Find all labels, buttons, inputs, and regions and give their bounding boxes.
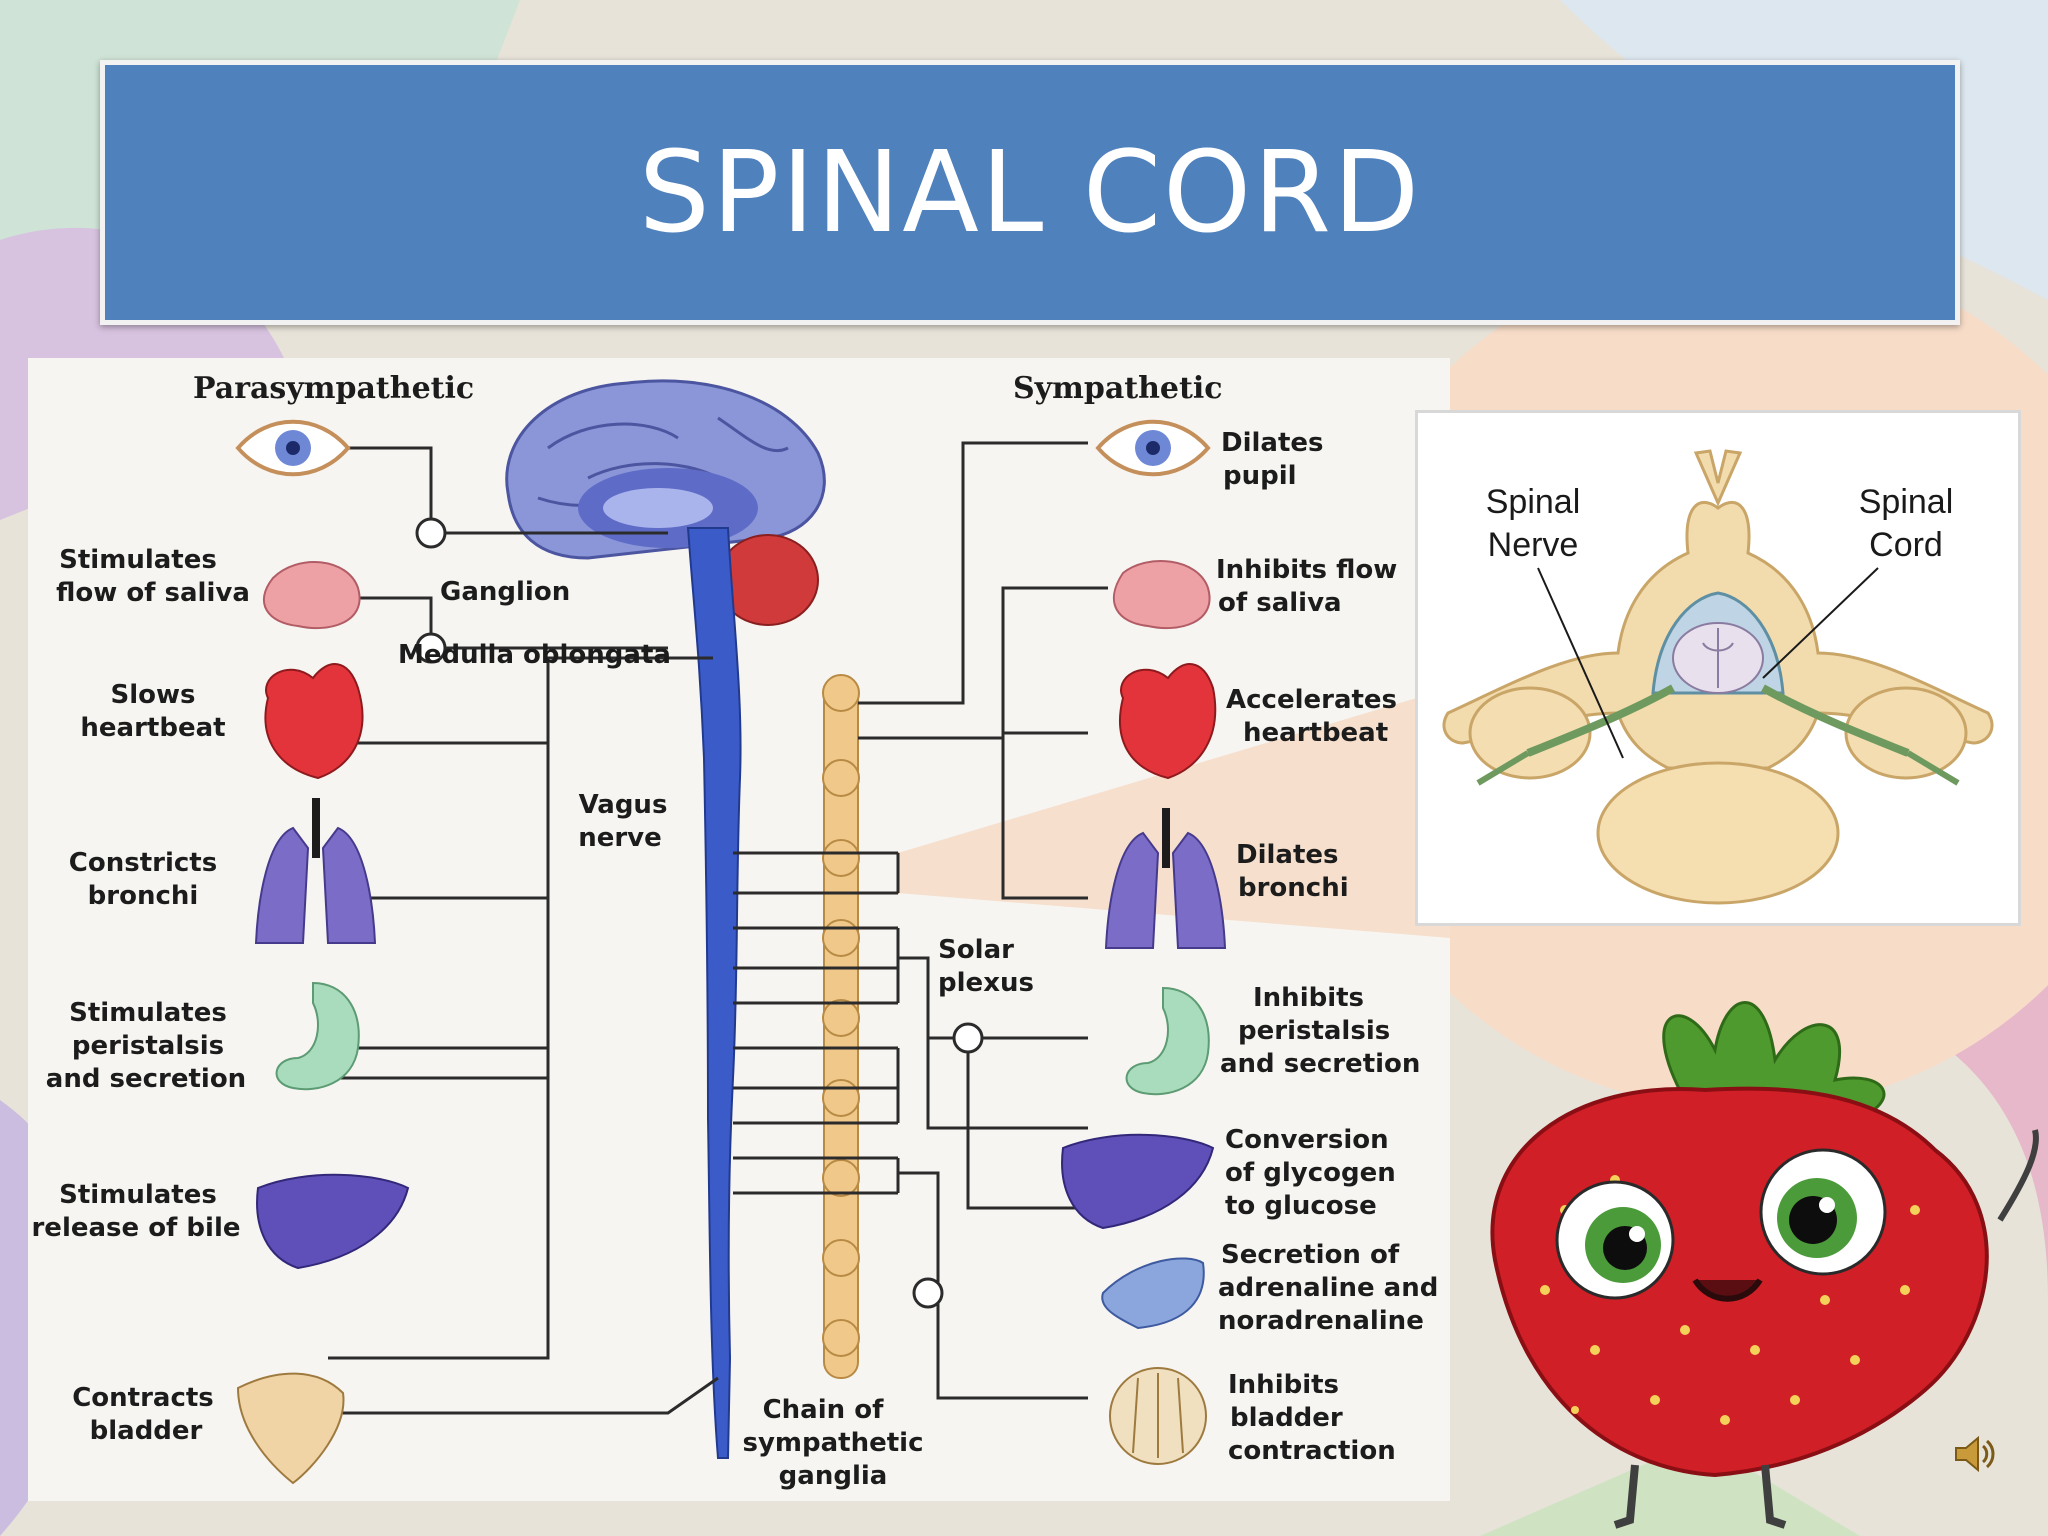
sympathetic-chain bbox=[822, 674, 860, 1379]
label-constricts-bronchi: Constricts bbox=[69, 848, 217, 878]
heart-icon bbox=[264, 663, 364, 780]
label-glycogen-conversion: Conversion bbox=[1225, 1125, 1389, 1155]
adrenal-gland-icon bbox=[1101, 1257, 1205, 1330]
liver-icon bbox=[1061, 1133, 1215, 1230]
label-ganglion: Ganglion bbox=[440, 577, 570, 607]
label-chain-of-ganglia: sympathetic bbox=[743, 1428, 924, 1458]
label-glycogen-conversion: to glucose bbox=[1225, 1191, 1377, 1221]
label-medulla-oblongata: Medulla oblongata bbox=[398, 640, 671, 670]
nerve-connectors bbox=[268, 441, 1108, 1415]
vertebra-illustration: Spinal Nerve Spinal Cord bbox=[1442, 449, 1994, 905]
nervous-system-diagram: Parasympathetic Sympathetic Stimulates f… bbox=[28, 358, 1450, 1501]
label-contracts-bladder: Contracts bbox=[72, 1383, 214, 1413]
label-inhibits-peristalsis: and secretion bbox=[1220, 1049, 1420, 1079]
label-accelerates-heartbeat: Accelerates bbox=[1226, 685, 1397, 715]
eye-icon bbox=[1095, 419, 1211, 477]
vertebra-inset: Spinal Nerve Spinal Cord bbox=[1415, 410, 2021, 926]
label-dilates-pupil: pupil bbox=[1223, 461, 1297, 491]
label-spinal-cord: Cord bbox=[1869, 526, 1943, 564]
label-slows-heartbeat: Slows bbox=[111, 680, 196, 710]
label-dilates-pupil: Dilates bbox=[1221, 428, 1324, 458]
parasympathetic-header: Parasympathetic bbox=[193, 371, 474, 406]
label-stimulates-peristalsis: peristalsis bbox=[72, 1031, 224, 1061]
label-solar-plexus: Solar bbox=[938, 935, 1014, 965]
lungs-icon bbox=[254, 798, 377, 944]
label-adrenaline-secretion: Secretion of bbox=[1221, 1240, 1400, 1270]
lungs-icon bbox=[1104, 808, 1227, 949]
label-stimulates-bile: Stimulates bbox=[59, 1180, 217, 1210]
label-chain-of-ganglia: Chain of bbox=[763, 1395, 884, 1425]
label-slows-heartbeat: heartbeat bbox=[80, 713, 225, 743]
label-inhibits-saliva: Inhibits flow bbox=[1216, 555, 1397, 585]
ganglion-icon bbox=[415, 632, 447, 664]
label-dilates-bronchi: Dilates bbox=[1236, 840, 1339, 870]
label-dilates-bronchi: bronchi bbox=[1238, 873, 1349, 903]
sympathetic-header: Sympathetic bbox=[1013, 371, 1223, 406]
label-inhibits-bladder: bladder bbox=[1230, 1403, 1343, 1433]
spinal-cord bbox=[686, 527, 742, 1459]
bladder-icon bbox=[236, 1372, 345, 1485]
label-contracts-bladder: bladder bbox=[90, 1416, 203, 1446]
label-vagus-nerve: Vagus bbox=[579, 790, 668, 820]
salivary-gland-icon bbox=[1112, 560, 1211, 630]
label-spinal-nerve: Nerve bbox=[1488, 526, 1579, 564]
slide-title: SPINAL CORD bbox=[638, 127, 1422, 258]
label-inhibits-peristalsis: Inhibits bbox=[1253, 983, 1364, 1013]
label-spinal-cord: Spinal bbox=[1859, 483, 1954, 521]
label-constricts-bronchi: bronchi bbox=[88, 881, 199, 911]
zoom-highlight bbox=[898, 688, 1450, 938]
eye-icon bbox=[235, 419, 351, 477]
label-solar-plexus: plexus bbox=[938, 968, 1034, 998]
label-spinal-nerve: Spinal bbox=[1486, 483, 1581, 521]
label-glycogen-conversion: of glycogen bbox=[1225, 1158, 1396, 1188]
label-inhibits-bladder: contraction bbox=[1228, 1436, 1396, 1466]
stomach-icon bbox=[275, 981, 360, 1091]
ganglion-icon bbox=[912, 1277, 944, 1309]
label-stimulates-bile: release of bile bbox=[31, 1213, 240, 1243]
label-vagus-nerve: nerve bbox=[578, 823, 662, 853]
label-inhibits-peristalsis: peristalsis bbox=[1238, 1016, 1390, 1046]
salivary-gland-icon bbox=[262, 561, 361, 630]
label-inhibits-bladder: Inhibits bbox=[1228, 1370, 1339, 1400]
speaker-icon[interactable] bbox=[1950, 1430, 1998, 1478]
strawberry-character bbox=[1490, 1001, 2039, 1529]
label-inhibits-saliva: of saliva bbox=[1218, 588, 1342, 618]
label-stimulates-peristalsis: and secretion bbox=[46, 1064, 246, 1094]
stomach-icon bbox=[1125, 986, 1210, 1096]
label-stimulates-saliva: Stimulates bbox=[59, 545, 217, 575]
bladder-icon bbox=[1109, 1367, 1207, 1465]
label-adrenaline-secretion: noradrenaline bbox=[1218, 1306, 1424, 1336]
heart-icon bbox=[1119, 663, 1217, 780]
label-stimulates-peristalsis: Stimulates bbox=[69, 998, 227, 1028]
liver-icon bbox=[256, 1173, 410, 1270]
label-stimulates-saliva: flow of saliva bbox=[56, 578, 250, 608]
title-bar: SPINAL CORD bbox=[100, 60, 1960, 325]
label-chain-of-ganglia: ganglia bbox=[779, 1461, 888, 1491]
label-adrenaline-secretion: adrenaline and bbox=[1218, 1273, 1438, 1303]
ganglion-icon bbox=[415, 517, 447, 549]
label-accelerates-heartbeat: heartbeat bbox=[1243, 718, 1388, 748]
solar-plexus-ganglion-icon bbox=[952, 1022, 984, 1054]
